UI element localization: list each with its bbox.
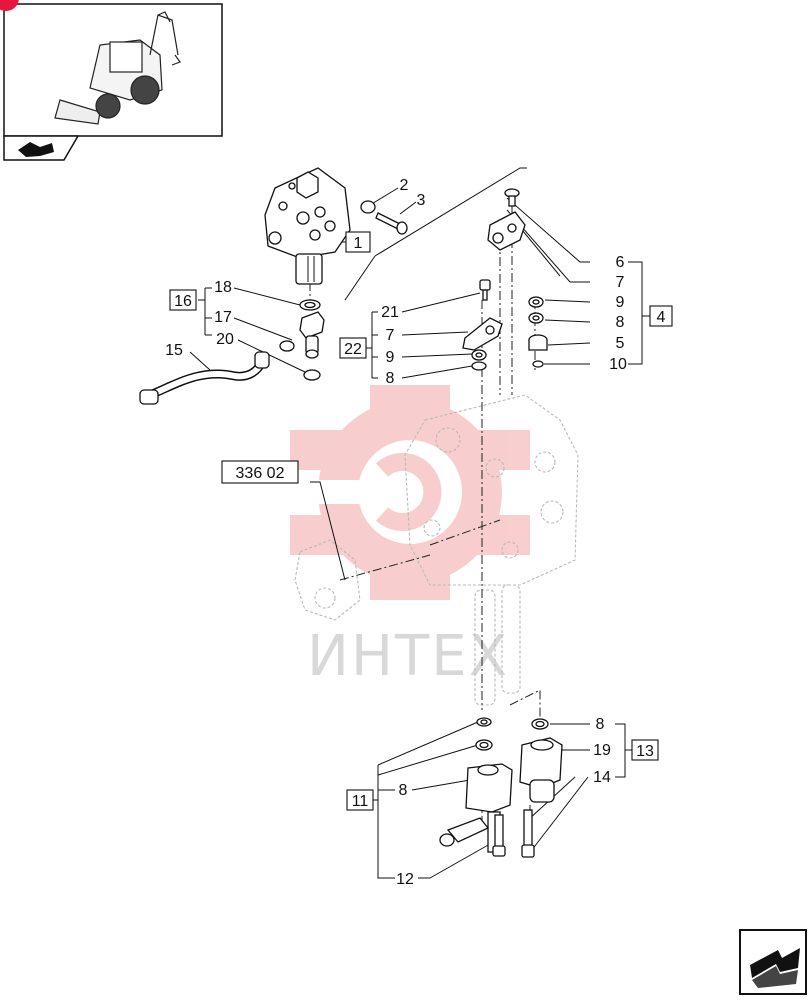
hose-part-15[interactable] <box>139 351 270 405</box>
plate-part-7-upper[interactable] <box>487 211 526 251</box>
callout-3[interactable]: 3 <box>417 192 426 209</box>
reference-label: 336 02 <box>236 465 285 482</box>
oring-part-8-right-lower[interactable] <box>531 718 549 730</box>
callout-label-1: 1 <box>354 235 363 252</box>
plate-part-7-middle[interactable] <box>462 317 503 351</box>
callout-21[interactable]: 21 <box>381 304 399 321</box>
washer-part-9-right[interactable] <box>528 296 544 308</box>
callout-2[interactable]: 2 <box>400 177 409 194</box>
callout-8-middle[interactable]: 8 <box>386 370 395 387</box>
callout-8-right[interactable]: 8 <box>616 314 625 331</box>
reference-box[interactable]: 336 02 <box>221 460 299 484</box>
cap-screw-part-6[interactable] <box>504 188 520 207</box>
bolt-part-21[interactable] <box>479 279 491 301</box>
cover-part-19[interactable] <box>519 737 563 803</box>
callout-8-lower-left[interactable]: 8 <box>399 782 408 799</box>
control-valve[interactable] <box>264 167 351 285</box>
callout-18[interactable]: 18 <box>214 279 232 296</box>
machine-thumbnail[interactable] <box>3 3 223 161</box>
callout-label-22: 22 <box>344 341 362 358</box>
callout-box-11[interactable]: 11 <box>346 789 374 811</box>
watermark-text: ИНТЕХ <box>307 624 509 689</box>
callout-17[interactable]: 17 <box>214 309 232 326</box>
plug-part-2[interactable] <box>360 200 376 214</box>
callout-9-middle[interactable]: 9 <box>386 349 395 366</box>
callout-19[interactable]: 19 <box>593 742 611 759</box>
bolt-part-14[interactable] <box>521 809 535 858</box>
watermark <box>290 385 530 600</box>
bolt-part-12[interactable] <box>492 814 506 857</box>
callout-box-16[interactable]: 16 <box>169 289 197 311</box>
callout-12[interactable]: 12 <box>396 871 414 888</box>
callout-label-13: 13 <box>636 743 654 760</box>
callout-14[interactable]: 14 <box>593 769 611 786</box>
callout-8-lower-right[interactable]: 8 <box>596 716 605 733</box>
next-page-arrow-icon <box>750 948 800 988</box>
callout-9-right[interactable]: 9 <box>616 294 625 311</box>
oring-part-8-right[interactable] <box>528 312 544 324</box>
callout-box-4[interactable]: 4 <box>649 305 673 327</box>
fitting-part-17[interactable] <box>299 311 325 359</box>
callout-box-1[interactable]: 1 <box>345 231 371 253</box>
hand-pointer-icon[interactable] <box>18 142 54 157</box>
callout-7-middle[interactable]: 7 <box>386 327 395 344</box>
next-page-button[interactable] <box>739 929 807 995</box>
callout-20[interactable]: 20 <box>216 331 234 348</box>
washer-part-8-lower[interactable] <box>475 739 493 751</box>
corner-badge-icon <box>0 0 19 11</box>
callout-label-11: 11 <box>352 793 369 810</box>
callout-6[interactable]: 6 <box>616 254 625 271</box>
callout-7-right[interactable]: 7 <box>616 274 625 291</box>
ring-part-10[interactable] <box>532 360 544 368</box>
leader-lines <box>189 167 650 879</box>
seal-part-20[interactable] <box>303 369 321 381</box>
callout-label-4: 4 <box>657 309 666 326</box>
oring-part-18[interactable] <box>299 299 321 311</box>
washer-part-9-middle[interactable] <box>471 349 487 361</box>
callout-5[interactable]: 5 <box>616 335 625 352</box>
plug-part-5[interactable] <box>528 334 548 351</box>
seal-part-20-small[interactable] <box>279 340 295 352</box>
callout-15[interactable]: 15 <box>165 342 183 359</box>
callout-box-22[interactable]: 22 <box>339 337 367 359</box>
oring-part-8-middle[interactable] <box>471 361 487 371</box>
callout-label-16: 16 <box>174 293 192 310</box>
ghost-control-valve <box>294 394 579 706</box>
callout-10[interactable]: 10 <box>609 356 627 373</box>
callout-box-13[interactable]: 13 <box>631 739 659 761</box>
backhoe-loader-icon <box>54 11 181 125</box>
bolt-part-3[interactable] <box>375 212 408 235</box>
oring-part-8-lower[interactable] <box>476 717 492 727</box>
